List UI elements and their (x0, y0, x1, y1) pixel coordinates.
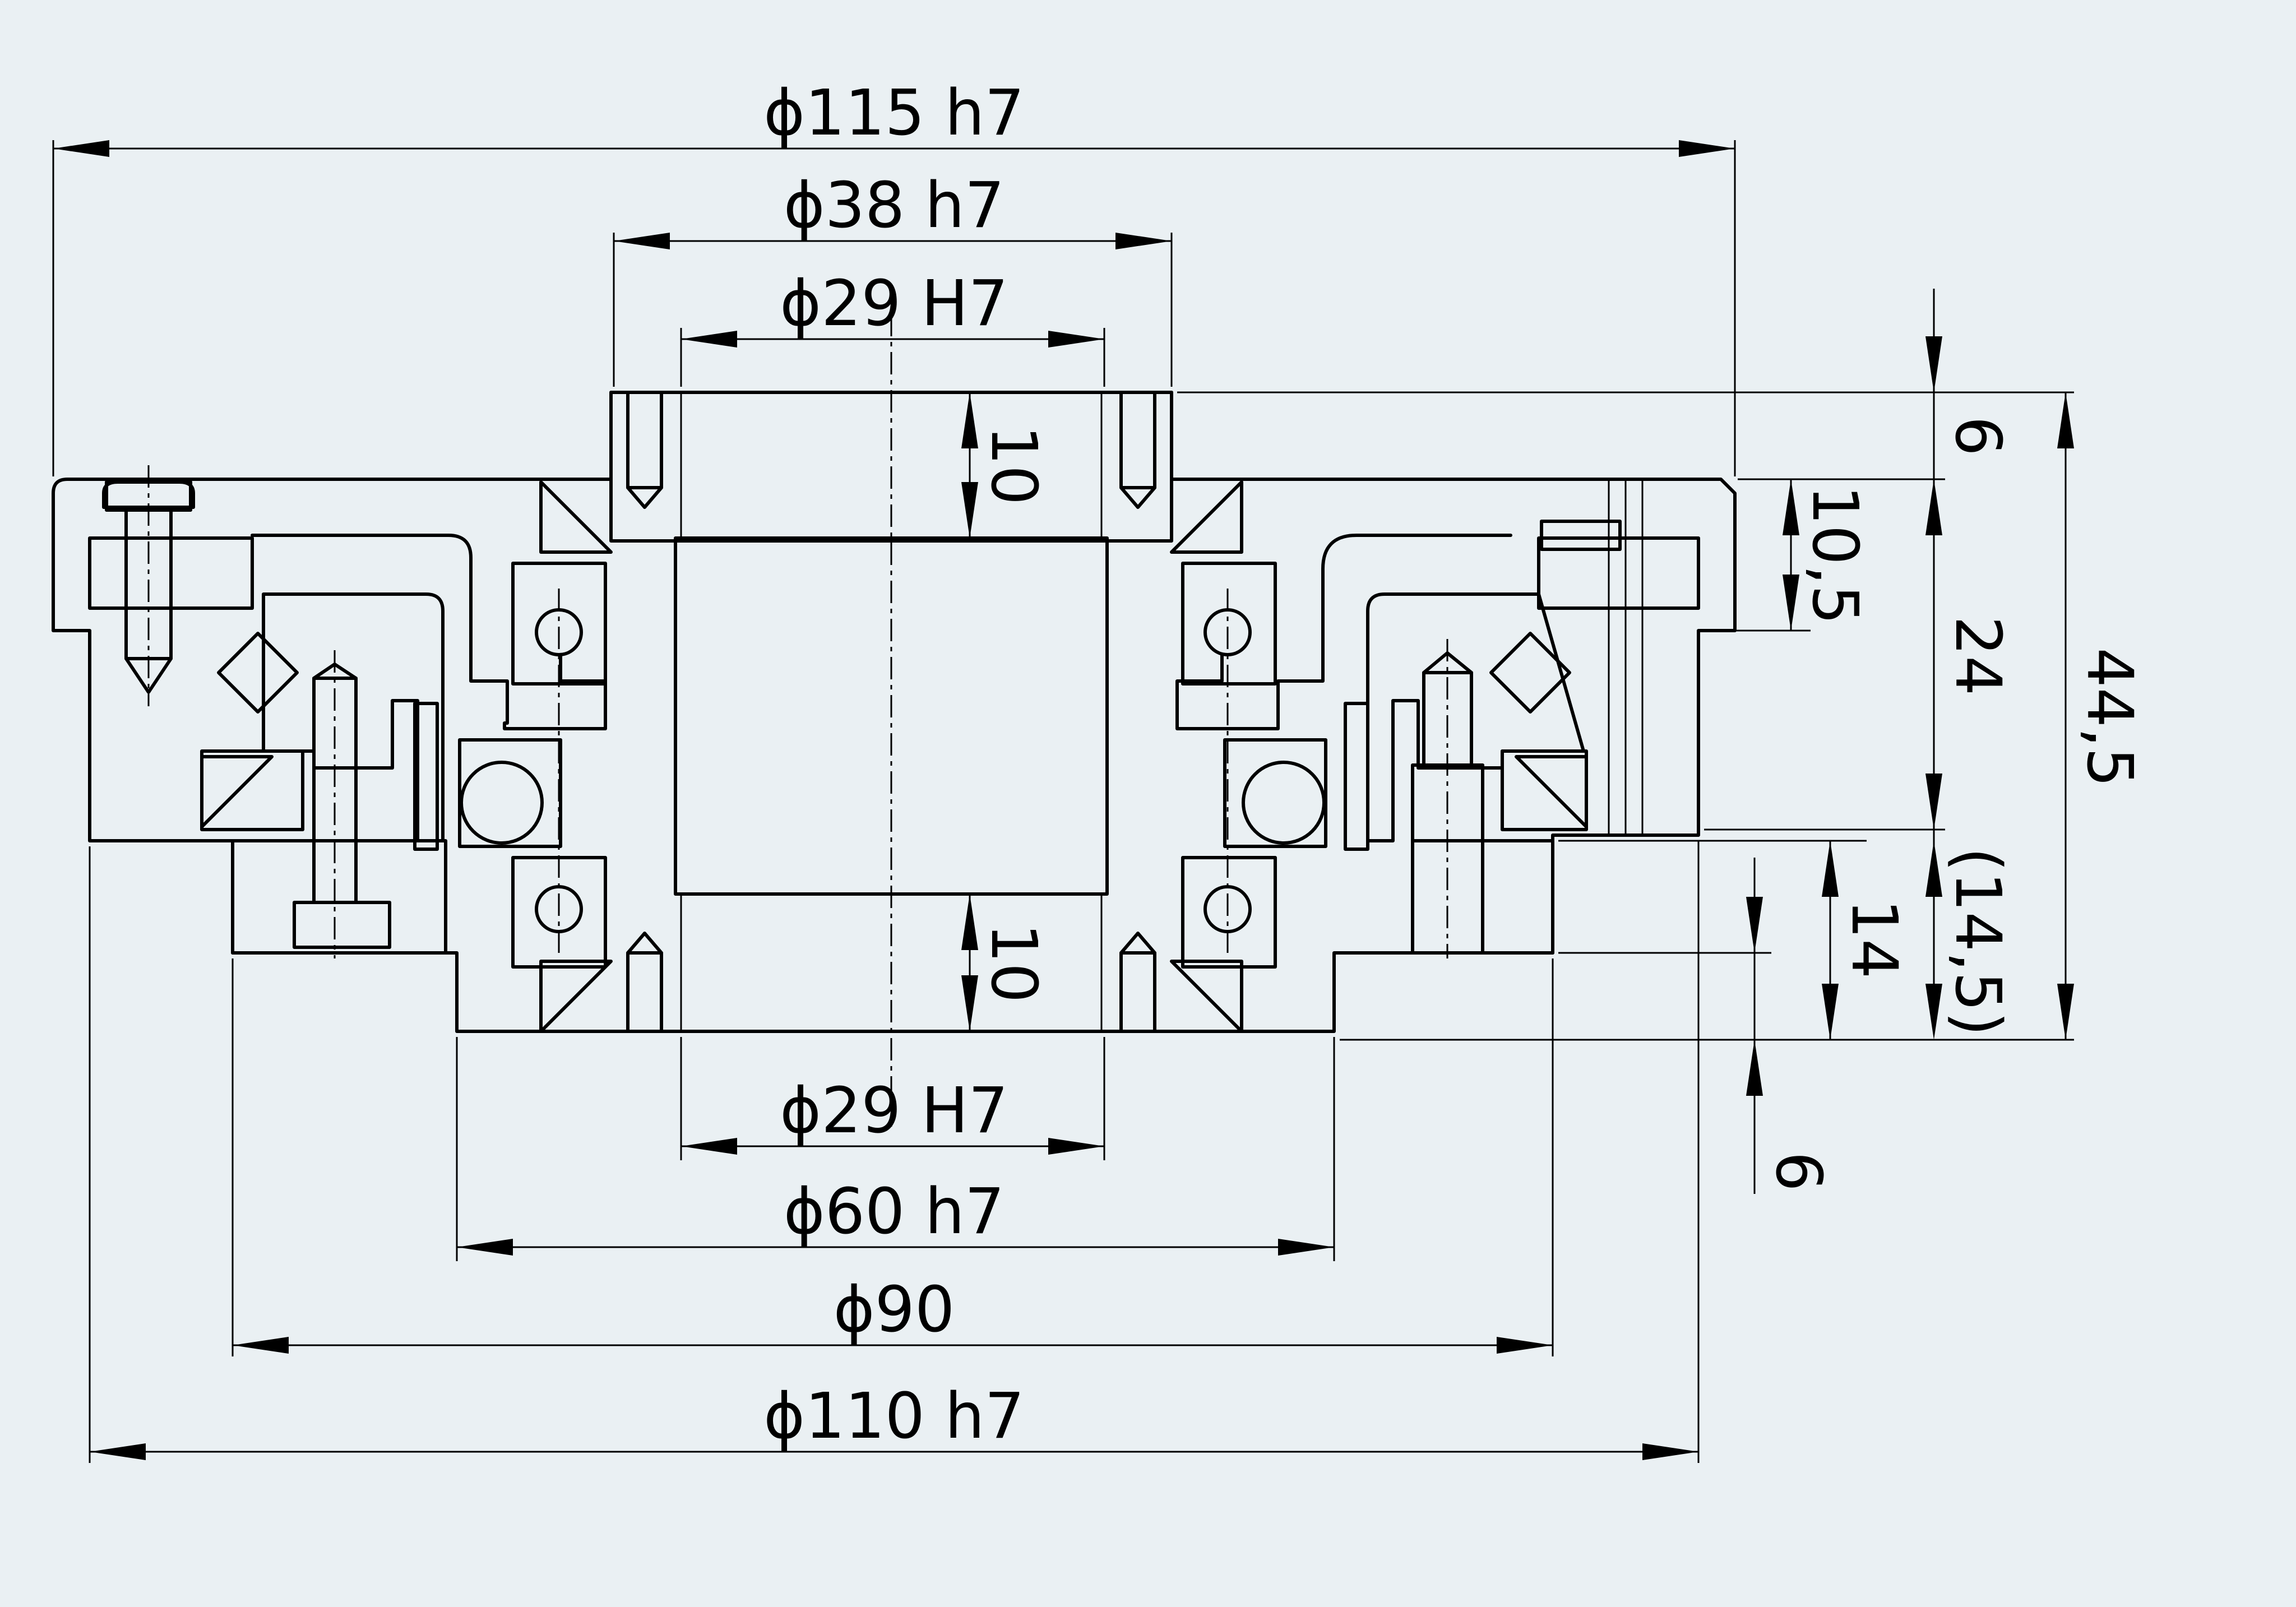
wedge-left-mid (200, 755, 274, 828)
label-d29-top: ϕ29 H7 (780, 267, 1008, 340)
label-d90: ϕ90 (834, 1273, 955, 1346)
top-screw-right-tip (1119, 486, 1156, 509)
roller-right (1489, 632, 1571, 714)
dimension-labels: ϕ115 h7 ϕ38 h7 ϕ29 H7 ϕ29 H7 ϕ60 h7 ϕ90 … (763, 77, 2146, 1453)
wedge-left-bottom (539, 960, 613, 1033)
label-d38: ϕ38 h7 (784, 169, 1004, 242)
left-block-low (231, 839, 447, 955)
top-screw-right (1119, 391, 1156, 489)
cap-screw-tip (124, 657, 173, 694)
wedge-left-top (539, 480, 613, 554)
label-d110: ϕ110 h7 (763, 1380, 1025, 1453)
bottom-screw-right-tip (1119, 932, 1156, 955)
part-cross-section (52, 314, 1737, 1127)
wedge-right-top (1170, 480, 1243, 554)
right-bearing-lower-cage (1181, 856, 1277, 969)
right-housing-inner (1366, 592, 1585, 842)
right-bearing-mid-cage (1223, 738, 1327, 848)
label-v6-bottom: 6 (1762, 1151, 1835, 1191)
bottom-screw-left-tip (626, 932, 663, 955)
dimension-lines (53, 140, 2074, 1460)
right-seal (1344, 702, 1369, 851)
right-housing (1175, 534, 1512, 730)
label-d29-bottom: ϕ29 H7 (780, 1075, 1008, 1147)
label-v6-top: 6 (1941, 416, 2014, 456)
ball-right-mid (1242, 761, 1326, 845)
label-v14: 14 (1837, 899, 1910, 979)
flange-outline (52, 391, 1737, 1033)
left-housing (251, 534, 607, 730)
bottom-screw-right (1119, 951, 1156, 1033)
wedge-right-bottom (1170, 960, 1243, 1033)
bottom-screw-left (626, 951, 663, 1033)
bolt-head (293, 901, 391, 949)
right-lip (1540, 520, 1622, 551)
left-bearing-mid-cage (458, 738, 562, 848)
cap-screw-head (102, 480, 195, 509)
right-bearing-upper-cage (1181, 562, 1277, 686)
ball-left-mid (460, 761, 544, 845)
label-v44-5: 44,5 (2073, 647, 2146, 787)
left-seal (413, 702, 439, 851)
label-v24: 24 (1941, 616, 2014, 696)
top-screw-left-tip (626, 486, 663, 509)
label-v10-5: 10,5 (1798, 485, 1871, 624)
right-ring-a (1501, 749, 1588, 831)
left-ring-a (200, 749, 304, 831)
left-housing-inner (262, 592, 445, 842)
label-d115: ϕ115 h7 (763, 77, 1025, 150)
roller-left (217, 632, 299, 714)
label-v14-5: (14,5) (1941, 848, 2014, 1036)
label-h10-bottom: 10 (977, 923, 1050, 1003)
top-screw-left (626, 391, 663, 489)
wedge-right-mid (1515, 755, 1588, 828)
label-d60: ϕ60 h7 (784, 1175, 1004, 1248)
extension-lines (52, 140, 2074, 1463)
label-h10-top: 10 (977, 425, 1050, 506)
